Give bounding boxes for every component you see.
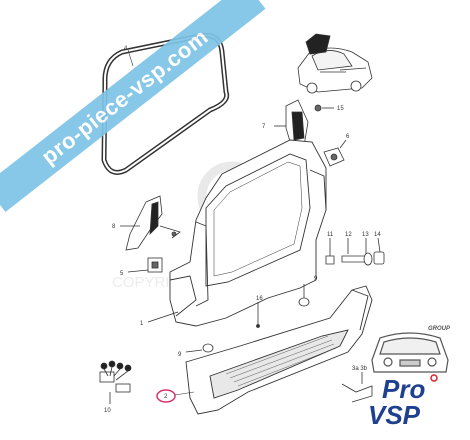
part-9-cap-lower bbox=[185, 343, 214, 353]
part-label-2: 2 bbox=[164, 394, 168, 400]
part-6-bracket bbox=[323, 139, 347, 167]
part-4-door-seal bbox=[101, 32, 230, 175]
part-2-sill-panel bbox=[185, 285, 373, 415]
part-label-12: 12 bbox=[345, 232, 352, 238]
part-label-6: 6 bbox=[346, 134, 350, 140]
part-label-9-lower: 9 bbox=[178, 352, 182, 358]
part-label-4: 4 bbox=[124, 46, 128, 52]
logo-accent-dot bbox=[430, 374, 438, 382]
logo-line2: VSP bbox=[368, 400, 421, 430]
part-label-15: 15 bbox=[337, 106, 344, 112]
part-labels: 4 15 7 6 8 5 1 11 12 13 14 9 16 9 2 3a 3… bbox=[104, 46, 381, 414]
part-label-1: 1 bbox=[140, 321, 144, 327]
part-label-5: 5 bbox=[120, 271, 124, 277]
provsp-logo-graphic: GROUP Pro VSP bbox=[368, 326, 451, 430]
part-9-cap-upper bbox=[298, 284, 310, 307]
part-3-bracket bbox=[341, 372, 373, 403]
part-16-pin bbox=[256, 302, 260, 328]
leader-4 bbox=[127, 49, 134, 67]
part-1-rear-frame bbox=[147, 139, 327, 327]
part-5-clip bbox=[127, 257, 163, 273]
part-label-11: 11 bbox=[327, 232, 334, 238]
part-label-9-upper: 9 bbox=[314, 276, 318, 282]
logo-line1: Pro bbox=[382, 374, 425, 404]
part-2-highlight bbox=[156, 389, 176, 403]
part-8-trim-bracket bbox=[120, 195, 181, 251]
part-label-7: 7 bbox=[262, 124, 266, 130]
leader-2 bbox=[174, 391, 195, 396]
logo-car-outline bbox=[371, 332, 449, 373]
part-10-connector bbox=[99, 360, 132, 404]
logo-tag: GROUP bbox=[428, 326, 451, 332]
part-label-16: 16 bbox=[256, 296, 263, 302]
car-thumbnail bbox=[297, 33, 373, 94]
part-label-13: 13 bbox=[362, 232, 369, 238]
fastener-row-11-14 bbox=[325, 237, 385, 266]
part-label-8: 8 bbox=[112, 224, 116, 230]
part-label-14: 14 bbox=[374, 232, 381, 238]
part-15-screw bbox=[314, 104, 334, 112]
part-label-3: 3a 3b bbox=[352, 366, 368, 372]
part-label-10: 10 bbox=[104, 408, 111, 414]
provsp-logo: GROUP Pro VSP bbox=[360, 320, 460, 430]
